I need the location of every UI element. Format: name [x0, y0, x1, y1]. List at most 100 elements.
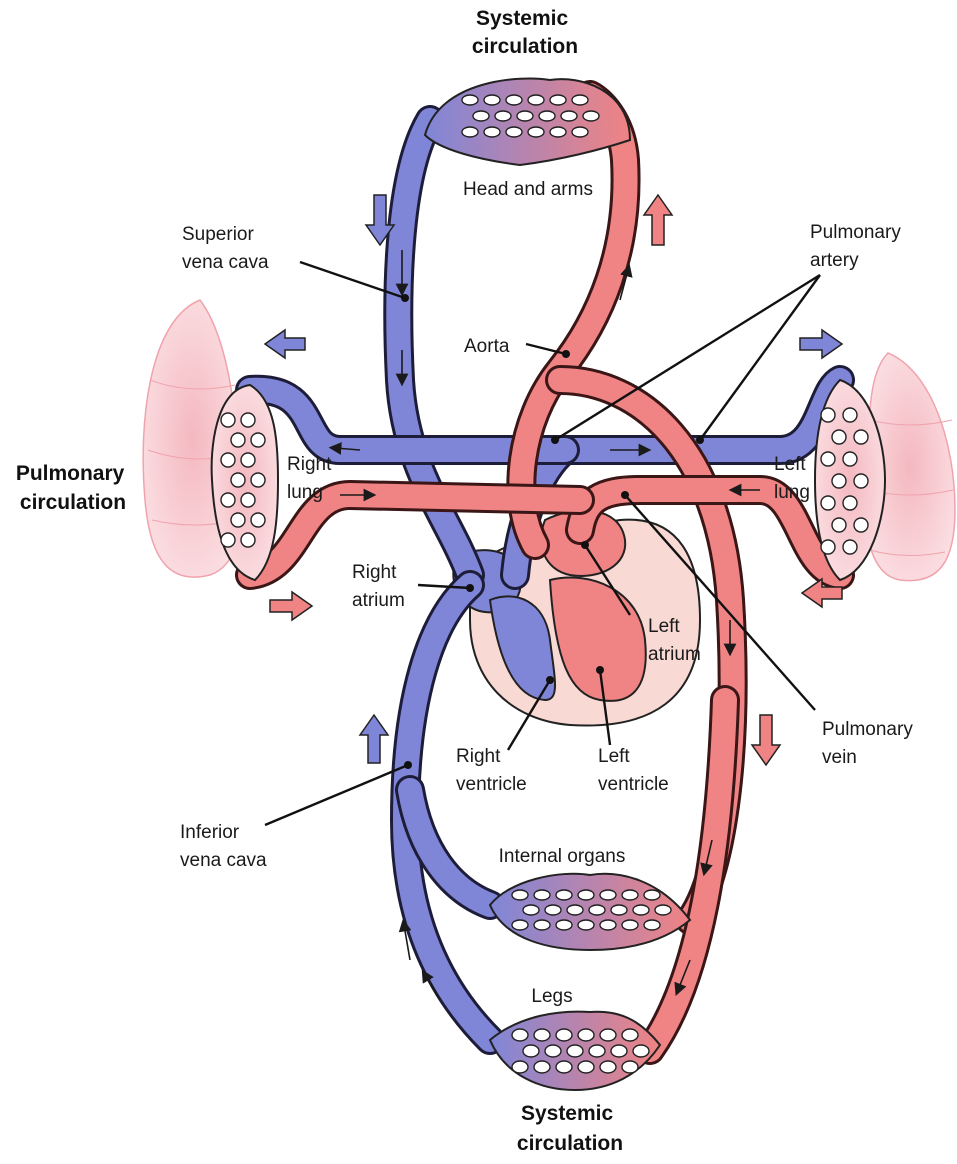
capillary-cell	[567, 1045, 583, 1057]
direction-arrow-up-red	[644, 195, 672, 245]
capillary-cell	[854, 474, 868, 488]
capillary-cell	[231, 473, 245, 487]
capillary-cell	[578, 1029, 594, 1041]
capillary-cell	[832, 474, 846, 488]
capillary-cell	[572, 127, 588, 137]
capillary-cell	[534, 1029, 550, 1041]
capillary-cell	[484, 127, 500, 137]
direction-arrow-right-red	[270, 592, 312, 620]
label-aorta: Aorta	[464, 336, 510, 357]
label-superior-vena-cava: Superior vena cava	[182, 224, 269, 273]
capillary-cell	[655, 905, 671, 915]
capillary-cell	[550, 95, 566, 105]
capillary-cell	[578, 1061, 594, 1073]
capillary-cell	[854, 430, 868, 444]
capillary-cell	[633, 1045, 649, 1057]
capillary-cell	[534, 920, 550, 930]
head-arms-capillary-bed	[425, 79, 630, 165]
capillary-cell	[534, 890, 550, 900]
capillary-cell	[843, 408, 857, 422]
capillary-cell	[578, 890, 594, 900]
capillary-cell	[600, 1061, 616, 1073]
capillary-cell	[821, 452, 835, 466]
label-left-ventricle: Left ventricle	[598, 746, 669, 795]
internal-organs-capillary-bed	[490, 874, 690, 950]
capillary-cell	[843, 452, 857, 466]
capillary-cell	[556, 1029, 572, 1041]
capillary-cell	[512, 890, 528, 900]
label-inferior-vena-cava: Inferior vena cava	[180, 822, 267, 871]
capillary-cell	[512, 1029, 528, 1041]
direction-arrow-right-blue	[800, 330, 842, 358]
capillary-cell	[231, 513, 245, 527]
label-right-atrium: Right atrium	[352, 562, 405, 611]
label-pulmonary-vein: Pulmonary vein	[822, 719, 918, 768]
capillary-cell	[545, 905, 561, 915]
capillary-cell	[611, 905, 627, 915]
capillary-cell	[495, 111, 511, 121]
capillary-cell	[832, 518, 846, 532]
direction-arrow-down-red	[752, 715, 780, 765]
capillary-cell	[523, 1045, 539, 1057]
capillary-cell	[506, 95, 522, 105]
capillary-cell	[622, 920, 638, 930]
legs-capillary-bed	[490, 1012, 660, 1090]
capillary-cell	[251, 433, 265, 447]
capillary-cell	[600, 920, 616, 930]
capillary-cell	[528, 95, 544, 105]
capillary-cell	[251, 473, 265, 487]
capillary-cell	[517, 111, 533, 121]
capillary-cell	[523, 905, 539, 915]
capillary-cell	[241, 493, 255, 507]
capillary-cell	[534, 1061, 550, 1073]
label-legs: Legs	[531, 986, 572, 1007]
capillary-cell	[550, 127, 566, 137]
capillary-cell	[567, 905, 583, 915]
capillary-cell	[462, 127, 478, 137]
capillary-cell	[633, 905, 649, 915]
capillary-cell	[221, 493, 235, 507]
capillary-cell	[622, 1029, 638, 1041]
label-right-ventricle: Right ventricle	[456, 746, 527, 795]
pulmonary-circulation-title: Pulmonary circulation	[16, 462, 130, 514]
capillary-cell	[484, 95, 500, 105]
capillary-cell	[611, 1045, 627, 1057]
capillary-cell	[843, 540, 857, 554]
capillary-cell	[644, 890, 660, 900]
capillary-cell	[578, 920, 594, 930]
capillary-cell	[512, 920, 528, 930]
capillary-cell	[241, 453, 255, 467]
capillary-cell	[473, 111, 489, 121]
capillary-cell	[572, 95, 588, 105]
direction-arrow-up-blue	[360, 715, 388, 763]
capillary-cell	[221, 453, 235, 467]
label-pulmonary-artery: Pulmonary artery	[810, 222, 906, 271]
capillary-cell	[251, 513, 265, 527]
capillary-cell	[622, 1061, 638, 1073]
capillary-cell	[512, 1061, 528, 1073]
capillary-cell	[462, 95, 478, 105]
direction-arrow-left-blue	[265, 330, 305, 358]
capillary-cell	[821, 496, 835, 510]
capillary-cell	[832, 430, 846, 444]
capillary-cell	[556, 890, 572, 900]
capillary-cell	[589, 1045, 605, 1057]
capillary-cell	[821, 540, 835, 554]
capillary-cell	[506, 127, 522, 137]
capillary-cell	[528, 127, 544, 137]
capillary-cell	[556, 920, 572, 930]
capillary-cell	[556, 1061, 572, 1073]
systemic-circulation-title-bottom: Systemic circulation	[517, 1102, 623, 1155]
capillary-cell	[221, 413, 235, 427]
capillary-cell	[221, 533, 235, 547]
capillary-cell	[644, 920, 660, 930]
capillary-cell	[241, 413, 255, 427]
capillary-cell	[622, 890, 638, 900]
capillary-cell	[589, 905, 605, 915]
capillary-cell	[539, 111, 555, 121]
capillary-cell	[583, 111, 599, 121]
capillary-cell	[231, 433, 245, 447]
capillary-cell	[600, 890, 616, 900]
label-head-and-arms: Head and arms	[463, 179, 593, 200]
